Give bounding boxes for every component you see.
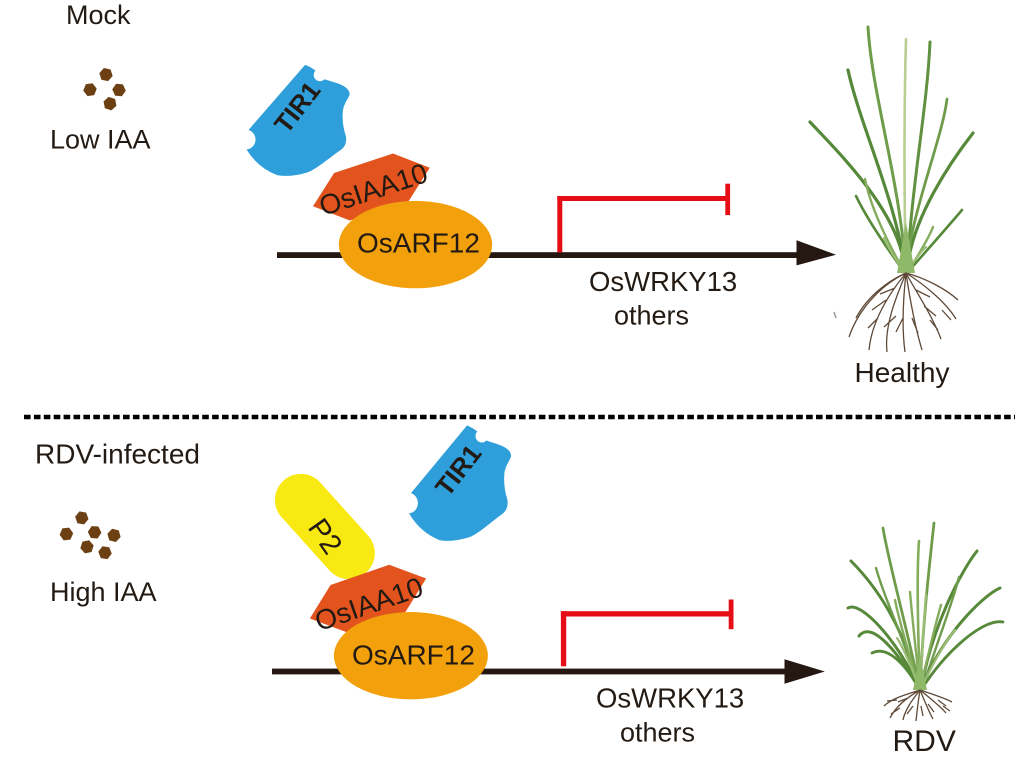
svg-text:others: others bbox=[614, 301, 689, 331]
svg-text:OsARF12: OsARF12 bbox=[352, 640, 475, 671]
svg-text:others: others bbox=[620, 718, 695, 748]
svg-text:OsWRKY13: OsWRKY13 bbox=[589, 266, 737, 297]
svg-text:Healthy: Healthy bbox=[855, 357, 950, 388]
svg-text:Low IAA: Low IAA bbox=[50, 125, 151, 155]
svg-text:OsWRKY13: OsWRKY13 bbox=[596, 683, 744, 714]
svg-text:High IAA: High IAA bbox=[50, 577, 157, 607]
svg-text:Mock: Mock bbox=[66, 0, 131, 30]
svg-text:RDV-infected: RDV-infected bbox=[35, 439, 200, 470]
svg-text:OsARF12: OsARF12 bbox=[357, 228, 480, 259]
svg-text:RDV: RDV bbox=[893, 725, 956, 758]
